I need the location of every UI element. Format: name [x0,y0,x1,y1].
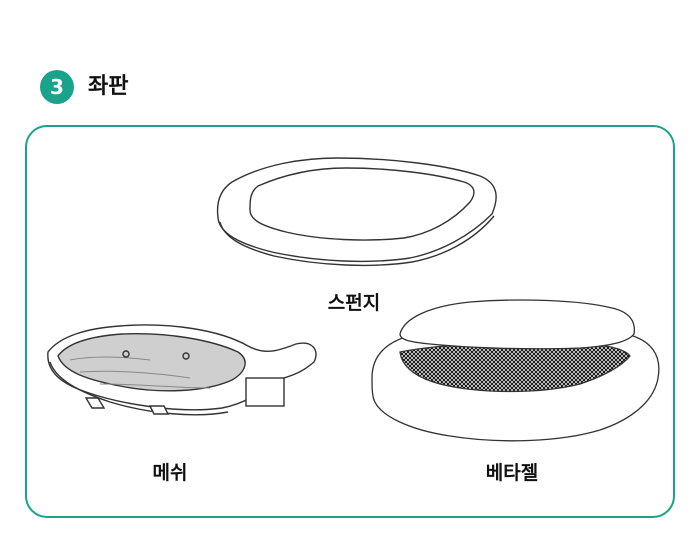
mesh-label: 메쉬 [152,462,188,484]
beta-gel-cushion-illustration [371,299,660,442]
section-title: 좌판 [88,74,129,99]
components-panel [25,125,675,518]
beta-gel-label: 베타젤 [485,462,539,484]
mesh-seat-illustration [47,324,317,416]
sponge-cushion-illustration [216,157,497,267]
sponge-label: 스펀지 [327,292,381,314]
step-number-badge: 3 [40,70,74,104]
